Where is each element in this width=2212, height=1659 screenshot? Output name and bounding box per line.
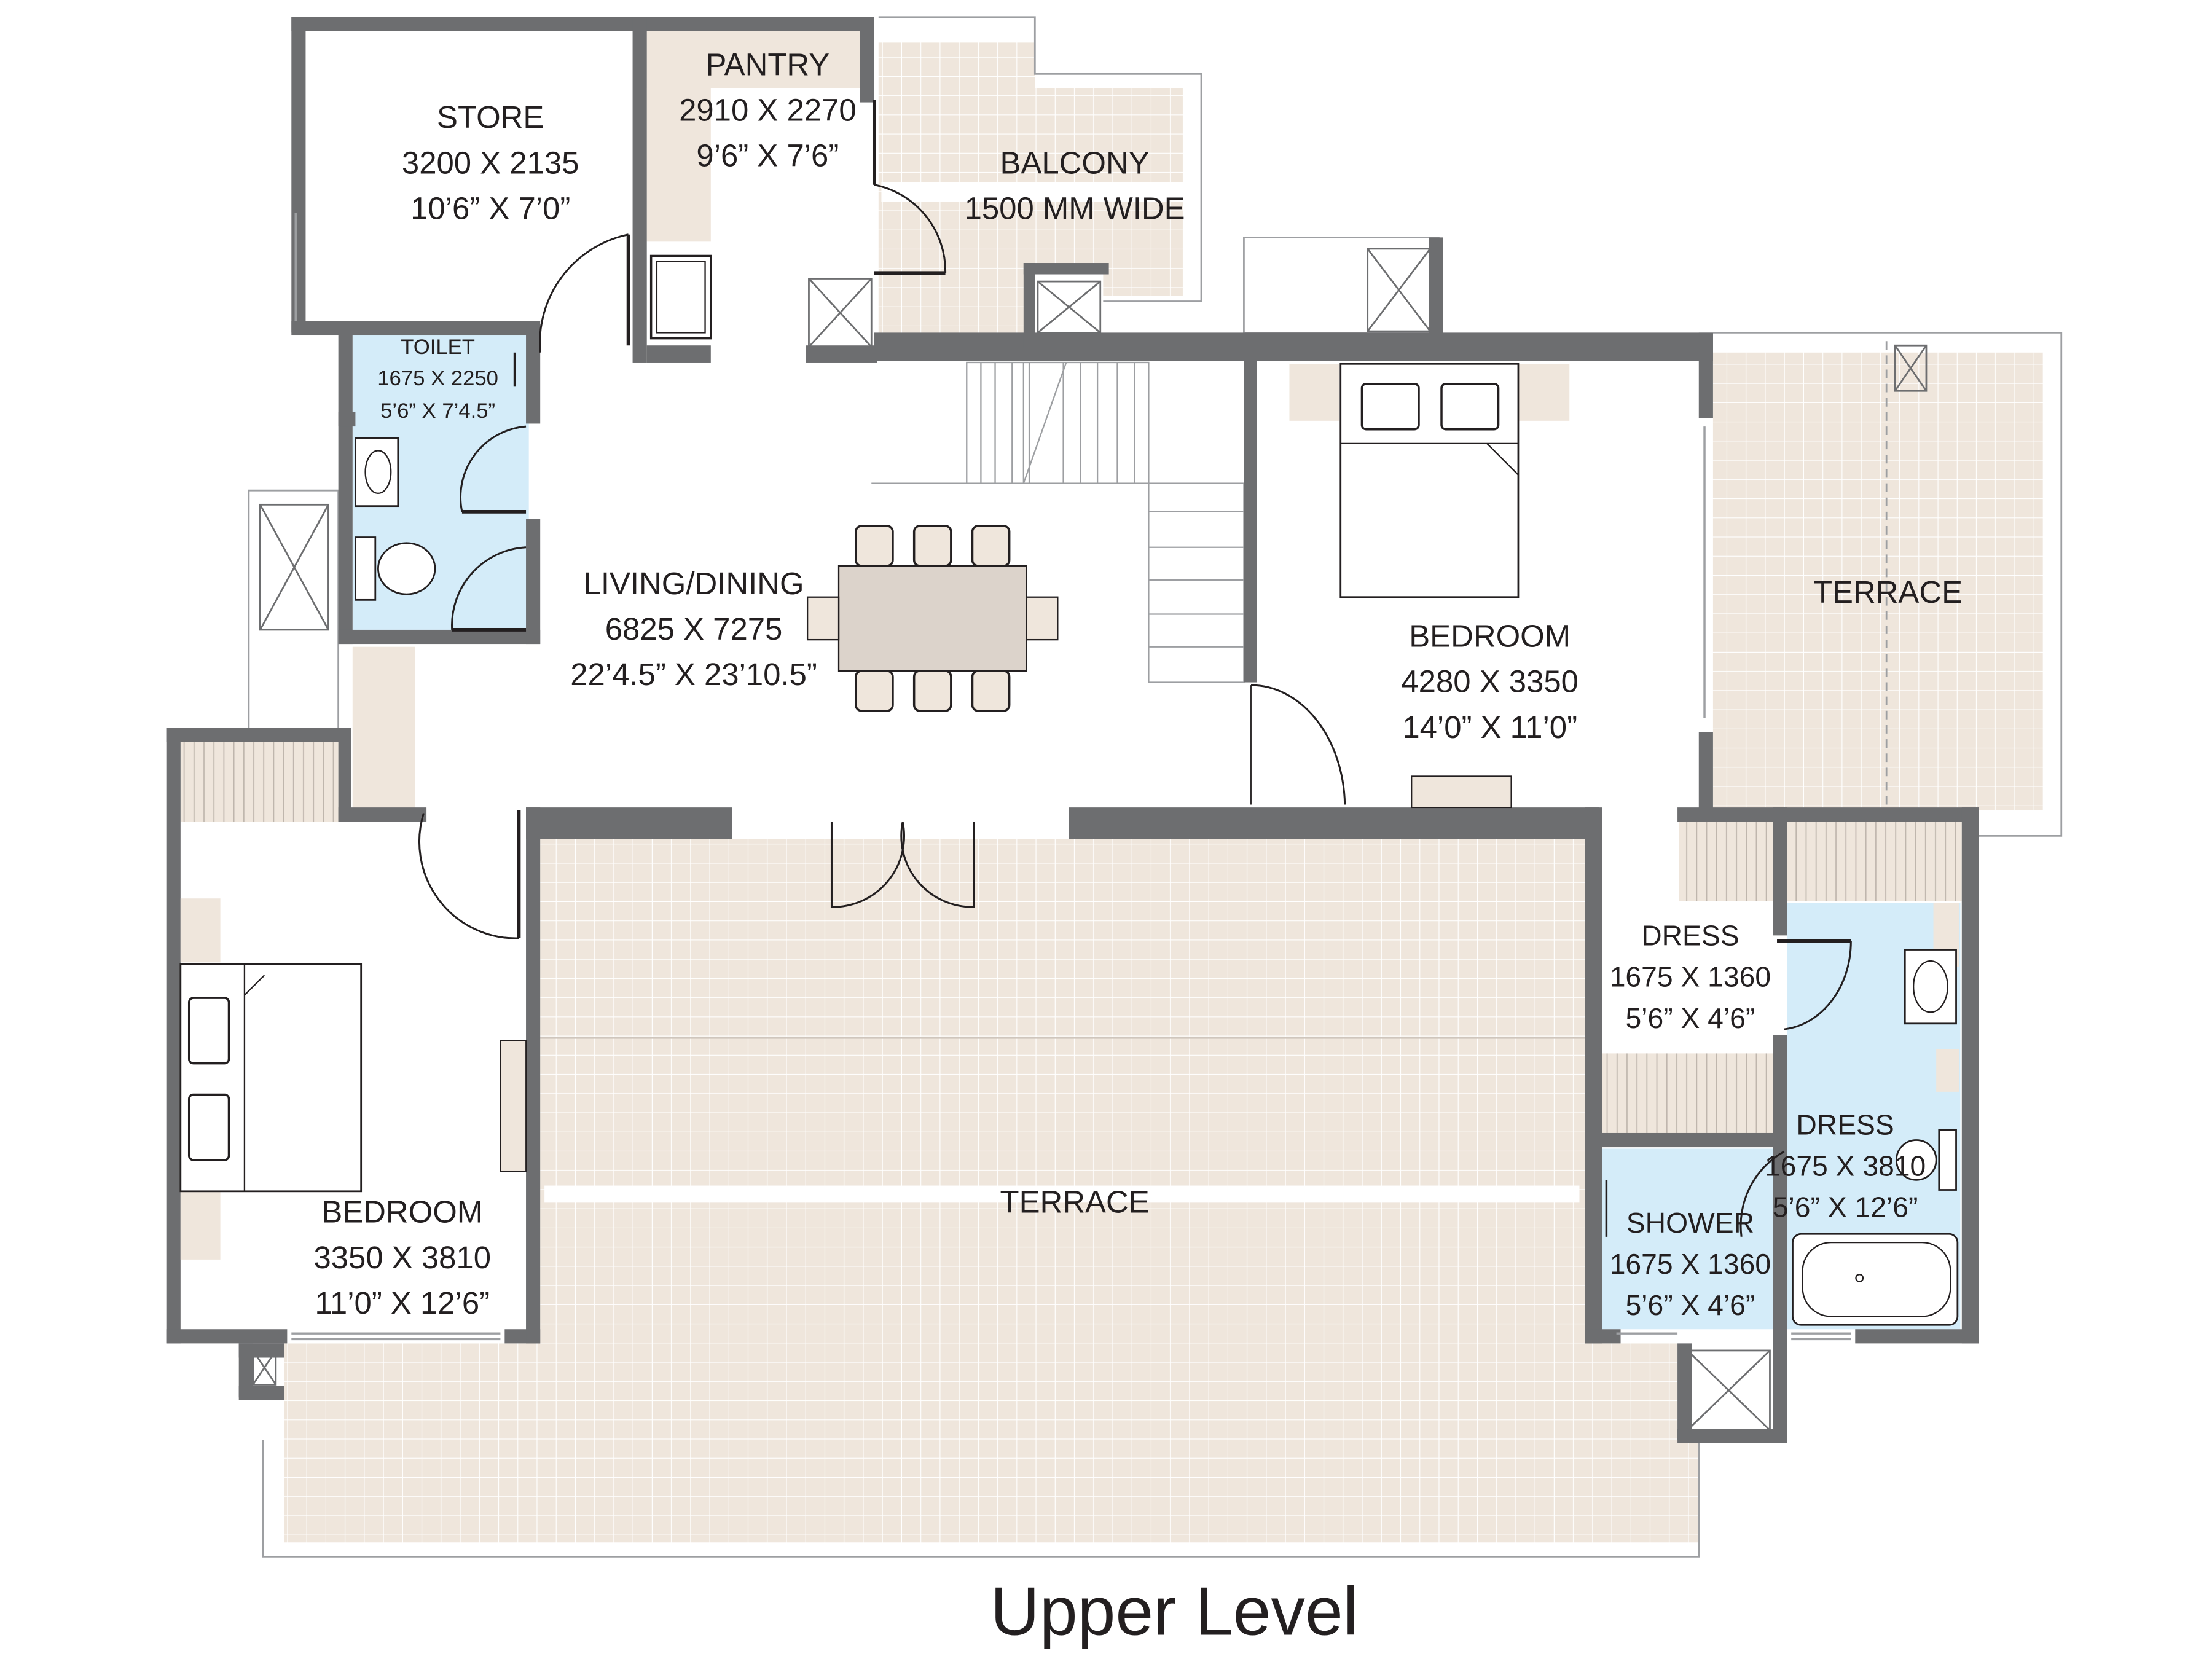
balcony-label: BALCONY 1500 MM WIDE bbox=[965, 145, 1185, 226]
svg-text:BEDROOM: BEDROOM bbox=[321, 1194, 483, 1230]
walls[interactable] bbox=[166, 17, 1979, 1443]
dining-table-set bbox=[806, 525, 1059, 712]
svg-text:5’6” X 4’6”: 5’6” X 4’6” bbox=[1625, 1002, 1755, 1034]
svg-text:BEDROOM: BEDROOM bbox=[1409, 619, 1571, 654]
svg-text:10’6” X 7’0”: 10’6” X 7’0” bbox=[410, 190, 570, 226]
svg-text:DRESS: DRESS bbox=[1796, 1108, 1894, 1140]
svg-text:SHOWER: SHOWER bbox=[1626, 1207, 1754, 1239]
bedroom2-wardrobe bbox=[180, 742, 339, 822]
ensuite-fixtures bbox=[1605, 903, 1959, 1326]
staircase bbox=[871, 361, 1245, 683]
terrace-divider-line bbox=[544, 1185, 1580, 1203]
svg-text:11’0” X 12’6”: 11’0” X 12’6” bbox=[315, 1285, 490, 1320]
balcony-sliding-gap bbox=[881, 182, 1194, 202]
store-label: STORE 3200 X 2135 10’6” X 7’0” bbox=[402, 100, 579, 226]
windows bbox=[291, 213, 1851, 1341]
svg-text:TOILET: TOILET bbox=[401, 335, 475, 359]
svg-text:14’0” X 11’0”: 14’0” X 11’0” bbox=[1402, 710, 1577, 745]
svg-text:1675 X 1360: 1675 X 1360 bbox=[1610, 961, 1771, 993]
dress-wardrobe-top bbox=[1679, 822, 1773, 901]
svg-text:3200 X 2135: 3200 X 2135 bbox=[402, 145, 579, 180]
pantry-counter-top bbox=[646, 28, 872, 88]
svg-text:DRESS: DRESS bbox=[1641, 920, 1739, 952]
plan-title: Upper Level bbox=[990, 1573, 1359, 1650]
dress1-label: DRESS 1675 X 1360 5’6” X 4’6” bbox=[1610, 920, 1771, 1034]
svg-text:BALCONY: BALCONY bbox=[1000, 145, 1150, 180]
svg-text:LIVING/DINING: LIVING/DINING bbox=[584, 566, 804, 601]
toilet-label: TOILET 1675 X 2250 5’6” X 7’4.5” bbox=[377, 335, 498, 423]
shower-floor bbox=[1602, 1148, 1781, 1330]
bedroom2-bed bbox=[179, 898, 527, 1260]
svg-text:4280 X 3350: 4280 X 3350 bbox=[1401, 664, 1579, 699]
svg-text:1675 X 2250: 1675 X 2250 bbox=[377, 367, 498, 390]
bedroom1-label: BEDROOM 4280 X 3350 14’0” X 11’0” bbox=[1401, 619, 1579, 745]
bedroom2-label: BEDROOM 3350 X 3810 11’0” X 12’6” bbox=[313, 1194, 491, 1320]
railings bbox=[248, 16, 2063, 1558]
right-terrace-floor bbox=[1712, 352, 2043, 810]
shower-label: SHOWER 1675 X 1360 5’6” X 4’6” bbox=[1610, 1207, 1771, 1321]
toilet-fixtures bbox=[355, 352, 516, 601]
svg-text:6825 X 7275: 6825 X 7275 bbox=[605, 611, 783, 646]
terrace-right-label: TERRACE bbox=[1813, 575, 1963, 610]
svg-text:5’6” X 4’6”: 5’6” X 4’6” bbox=[1625, 1289, 1755, 1321]
dress2-label: DRESS 1675 X 3810 5’6” X 12’6” bbox=[1765, 1108, 1926, 1223]
lobby-tile-strip bbox=[352, 646, 415, 810]
pantry-label: PANTRY 2910 X 2270 9’6” X 7’6” bbox=[679, 47, 857, 173]
svg-text:1675 X 1360: 1675 X 1360 bbox=[1610, 1248, 1771, 1280]
svg-text:TERRACE: TERRACE bbox=[1813, 575, 1963, 610]
dress-wardrobe-bottom bbox=[1602, 1053, 1773, 1133]
living-dining-label: LIVING/DINING 6825 X 7275 22’4.5” X 23’1… bbox=[570, 566, 817, 692]
svg-text:9’6” X 7’6”: 9’6” X 7’6” bbox=[696, 138, 839, 173]
bedroom1-bed bbox=[1289, 363, 1570, 809]
doors[interactable] bbox=[418, 99, 1852, 1237]
svg-text:5’6” X 7’4.5”: 5’6” X 7’4.5” bbox=[380, 399, 495, 423]
svg-text:PANTRY: PANTRY bbox=[706, 47, 830, 82]
svg-text:TERRACE: TERRACE bbox=[1000, 1185, 1150, 1220]
svg-text:3350 X 3810: 3350 X 3810 bbox=[313, 1240, 491, 1275]
svg-text:1500 MM WIDE: 1500 MM WIDE bbox=[965, 190, 1185, 226]
fridge bbox=[649, 254, 712, 340]
room-labels: STORE 3200 X 2135 10’6” X 7’0” PANTRY 29… bbox=[313, 47, 1963, 1321]
svg-text:2910 X 2270: 2910 X 2270 bbox=[679, 93, 857, 128]
svg-text:5’6” X 12’6”: 5’6” X 12’6” bbox=[1773, 1191, 1918, 1223]
svg-text:STORE: STORE bbox=[437, 100, 544, 135]
terrace-main-label: TERRACE bbox=[1000, 1185, 1150, 1220]
svg-text:22’4.5” X 23’10.5”: 22’4.5” X 23’10.5” bbox=[570, 657, 817, 692]
ensuite-wardrobe bbox=[1787, 822, 1962, 901]
svg-text:1675 X 3810: 1675 X 3810 bbox=[1765, 1150, 1926, 1182]
